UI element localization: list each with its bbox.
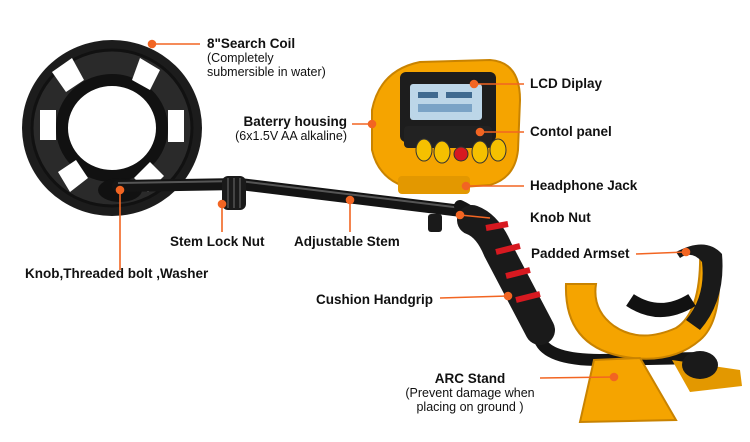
stem-lock-nut-title: Stem Lock Nut <box>170 234 265 249</box>
padded-armset <box>564 244 723 360</box>
search-coil <box>22 40 202 216</box>
knob-nut-title: Knob Nut <box>530 210 591 225</box>
battery-label: Baterry housing (6x1.5V AA alkaline) <box>212 114 347 143</box>
adjustable-stem <box>112 176 476 232</box>
knob-bolt-washer-title: Knob,Threaded bolt ,Washer <box>25 266 209 281</box>
search-coil-title: 8"Search Coil <box>207 36 296 51</box>
headphone-jack-title: Headphone Jack <box>530 178 638 193</box>
adjustable-stem-title: Adjustable Stem <box>294 234 400 249</box>
control-panel-label: Contol panel <box>530 124 612 139</box>
cushion-handgrip-title: Cushion Handgrip <box>316 292 433 307</box>
battery-title: Baterry housing <box>243 114 347 129</box>
control-box <box>371 58 522 194</box>
handle-and-arm <box>454 200 706 367</box>
stem-lock-nut-label: Stem Lock Nut <box>170 234 265 249</box>
search-coil-sub1: (Completely <box>207 51 274 66</box>
battery-sub1: (6x1.5V AA alkaline) <box>235 129 347 144</box>
cushion-handgrip-label: Cushion Handgrip <box>316 292 433 307</box>
control-panel-title: Contol panel <box>530 124 612 139</box>
arc-stand <box>578 351 742 424</box>
padded-armset-title: Padded Armset <box>531 246 630 261</box>
headphone-jack-label: Headphone Jack <box>530 178 637 193</box>
lcd-label: LCD Diplay <box>530 76 602 91</box>
arc-stand-label: ARC Stand (Prevent damage when placing o… <box>390 371 550 414</box>
knob-nut-label: Knob Nut <box>530 210 591 225</box>
search-coil-label: 8"Search Coil (Completely submersible in… <box>207 36 326 79</box>
padded-armset-label: Padded Armset <box>531 246 630 261</box>
lcd-title: LCD Diplay <box>530 76 603 91</box>
callout-lines <box>115 39 691 382</box>
search-coil-sub2: submersible in water) <box>207 65 326 80</box>
adjustable-stem-label: Adjustable Stem <box>294 234 400 249</box>
arc-stand-sub2: placing on ground ) <box>416 400 524 415</box>
arc-stand-sub1: (Prevent damage when <box>405 386 535 401</box>
arc-stand-title: ARC Stand <box>434 371 506 386</box>
knob-bolt-washer-label: Knob,Threaded bolt ,Washer <box>25 266 208 281</box>
